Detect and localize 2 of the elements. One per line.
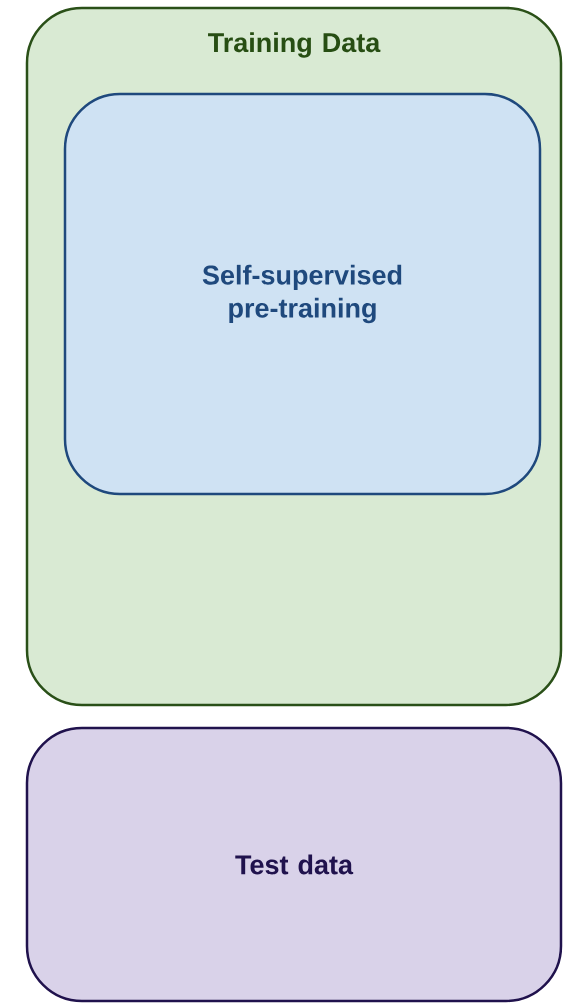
process-box: Self-supervised pre-training [63,92,542,496]
data-box: Test data [25,726,563,1003]
